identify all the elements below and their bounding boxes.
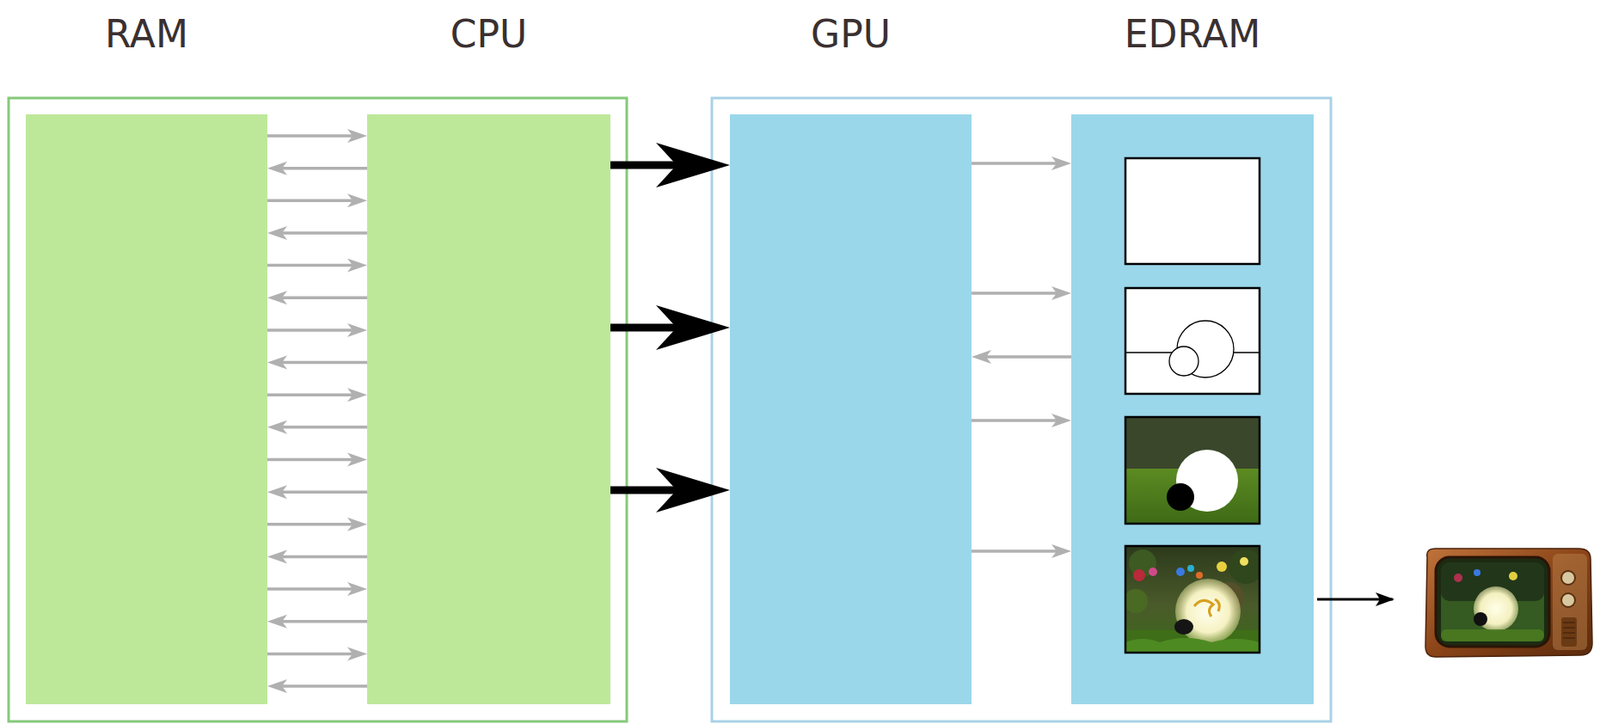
final-image-buffer <box>1195 571 1203 579</box>
command-arrow <box>610 324 695 332</box>
final-image-buffer <box>1216 561 1227 572</box>
final-image-buffer <box>1174 619 1194 635</box>
cpu-block: CPU <box>367 114 611 705</box>
television-set <box>1440 562 1545 642</box>
television-set <box>1552 553 1588 650</box>
bus-arrow <box>971 161 1064 166</box>
flat-color-buffer <box>1125 416 1260 524</box>
block-heading: GPU <box>695 12 1006 57</box>
television-set <box>1453 573 1463 583</box>
geometry-buffer <box>1169 346 1199 376</box>
bus-arrow <box>275 619 368 624</box>
television-set <box>1508 571 1518 581</box>
bus-arrow <box>267 199 360 203</box>
bus-arrow <box>275 231 368 235</box>
gpu-side-frame <box>711 98 1331 722</box>
final-image-buffer <box>1125 637 1260 653</box>
final-image-buffer <box>1194 600 1214 617</box>
bus-arrow <box>275 425 368 430</box>
television-set <box>1563 632 1576 634</box>
final-image-buffer <box>1176 567 1185 577</box>
output-arrow <box>1317 598 1393 601</box>
television-set <box>1561 570 1576 585</box>
final-image-buffer <box>1125 545 1260 653</box>
output-arrow <box>1317 599 1393 601</box>
bus-arrow <box>971 549 1064 553</box>
television-set <box>1563 622 1576 624</box>
empty-buffer <box>1125 158 1260 264</box>
television-set <box>1425 548 1593 657</box>
television-set <box>1473 612 1488 626</box>
flat-color-buffer <box>1125 416 1260 524</box>
bus-arrow <box>275 490 368 494</box>
television-set <box>1473 569 1481 577</box>
bus-arrow <box>275 296 368 301</box>
final-image-buffer <box>1125 588 1148 614</box>
flat-color-buffer <box>1125 416 1260 524</box>
final-image-buffer <box>1239 557 1249 566</box>
gpu-side-frame <box>711 98 1331 722</box>
empty-buffer <box>1125 158 1260 264</box>
bus-arrow <box>267 458 360 462</box>
command-arrow <box>610 161 695 170</box>
ram-block: RAM <box>25 114 268 705</box>
geometry-buffer <box>1125 288 1260 394</box>
bus-arrow <box>267 134 360 138</box>
television-set <box>1435 557 1550 647</box>
television-set <box>1440 629 1545 642</box>
bus-arrow <box>267 522 360 527</box>
bus-arrow <box>275 166 368 171</box>
block-heading: RAM <box>0 12 302 57</box>
cpu-side-frame <box>8 98 627 722</box>
cpu-side-frame <box>8 98 627 722</box>
bus-arrow <box>267 652 360 656</box>
bus-arrow <box>979 355 1072 359</box>
flat-color-buffer <box>1166 483 1195 511</box>
edram-block: EDRAM <box>1071 114 1314 705</box>
block-heading: EDRAM <box>1036 12 1349 57</box>
final-image-buffer <box>1175 578 1241 644</box>
television-set <box>1563 637 1576 639</box>
television-set <box>1561 617 1577 647</box>
television-set <box>1563 622 1576 638</box>
geometry-buffer <box>1125 288 1260 394</box>
final-image-buffer <box>1187 564 1195 572</box>
television-set <box>1561 593 1576 607</box>
bus-arrow <box>275 555 368 559</box>
block-heading: CPU <box>332 12 645 57</box>
bus-arrow <box>971 418 1064 423</box>
final-image-buffer <box>1133 569 1146 582</box>
bus-arrow <box>275 684 368 688</box>
television-set <box>1563 627 1576 629</box>
bus-arrow <box>267 587 360 591</box>
bus-arrow <box>267 392 360 397</box>
final-image-buffer <box>1125 545 1260 653</box>
final-image-buffer <box>1148 567 1158 577</box>
television-set <box>1425 548 1593 657</box>
bus-arrow <box>275 361 368 365</box>
bus-arrow <box>267 263 360 268</box>
television-set <box>1473 586 1519 632</box>
gpu-block: GPU <box>729 114 972 705</box>
final-image-buffer <box>1123 545 1263 653</box>
bus-arrow <box>267 328 360 332</box>
framebuffer-stages <box>1071 114 1313 705</box>
command-arrow <box>610 486 695 495</box>
bus-arrow <box>971 291 1064 295</box>
final-image-buffer <box>1228 549 1260 584</box>
final-image-buffer <box>1214 599 1220 612</box>
